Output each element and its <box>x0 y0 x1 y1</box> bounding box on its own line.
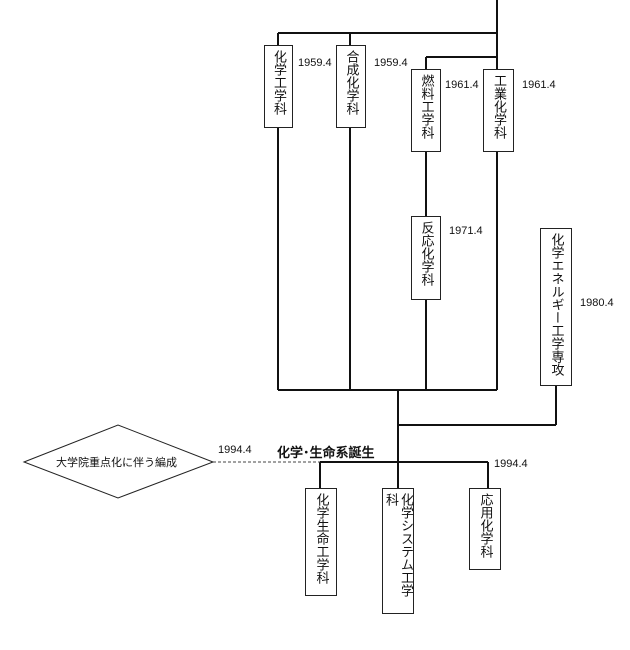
dept-energy-senko-box: 化学エネルギー工学専攻 <box>540 228 572 386</box>
dept-kagaku-kogaku-box: 化学工学科 <box>264 45 293 128</box>
dept-hanno-kagaku-box: 反応化学科 <box>411 216 441 300</box>
dept-hanno-kagaku-name: 反応化学科 <box>418 221 434 286</box>
dept-kogyo-kagaku-date: 1961.4 <box>522 79 556 91</box>
dept-gosei-kagaku-box: 合成化学科 <box>336 45 366 128</box>
reorg-date: 1994.4 <box>218 444 252 456</box>
dept-seimei-kogaku-box: 化学生命工学科 <box>305 488 337 596</box>
dept-oyo-kagaku-date: 1994.4 <box>494 458 528 470</box>
dept-nenryo-kogaku-box: 燃料工学科 <box>411 69 441 152</box>
dept-kagaku-kogaku-date: 1959.4 <box>298 57 332 69</box>
dept-kogyo-kagaku-box: 工業化学科 <box>483 69 514 152</box>
dept-system-kogaku-box: 化学システム工学科 <box>382 488 414 614</box>
dept-gosei-kagaku-name: 合成化学科 <box>343 50 359 115</box>
dept-kagaku-kogaku-name: 化学工学科 <box>271 50 286 115</box>
reorg-label: 大学院重点化に伴う編成 <box>56 456 177 469</box>
dept-energy-senko-name: 化学エネルギー工学専攻 <box>548 233 564 376</box>
dept-energy-senko-date: 1980.4 <box>580 297 614 309</box>
reorg-diamond <box>22 424 215 499</box>
dept-nenryo-kogaku-name: 燃料工学科 <box>418 74 434 139</box>
dept-hanno-kagaku-date: 1971.4 <box>449 225 483 237</box>
dept-nenryo-kogaku-date: 1961.4 <box>445 79 479 91</box>
dept-system-kogaku-name: 化学システム工学科 <box>383 493 413 597</box>
dept-seimei-kogaku-name: 化学生命工学科 <box>313 493 329 584</box>
dept-kogyo-kagaku-name: 工業化学科 <box>491 74 506 139</box>
birth-label: 化学･生命系誕生 <box>277 446 375 461</box>
dept-oyo-kagaku-box: 応用化学科 <box>469 488 501 570</box>
dept-oyo-kagaku-name: 応用化学科 <box>477 493 493 558</box>
dept-gosei-kagaku-date: 1959.4 <box>374 57 408 69</box>
